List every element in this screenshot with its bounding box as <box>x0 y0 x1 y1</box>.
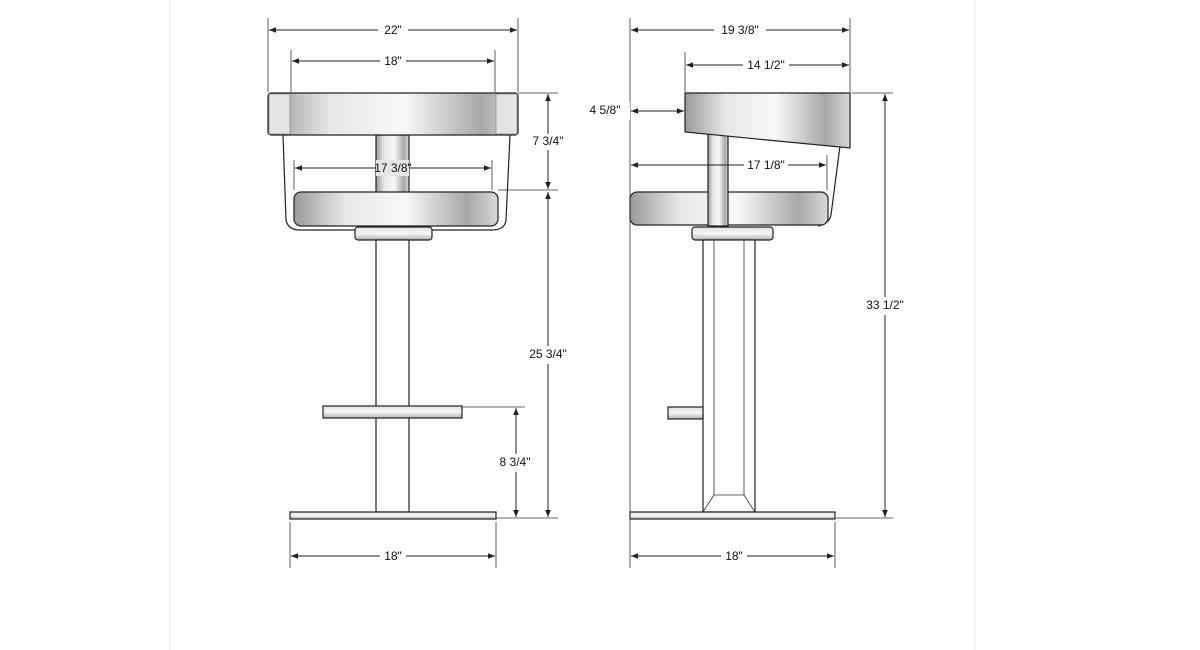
front-stool <box>267 92 519 520</box>
front-column <box>375 239 410 513</box>
front-view: 22" 18" 17 3/8" 7 3/4" 25 3/4" 8 3/4" <box>267 18 572 568</box>
front-backrest-right-cap <box>495 93 518 135</box>
front-swivel-plate <box>354 226 433 241</box>
side-column-bevel <box>702 240 756 513</box>
front-seat-height-label: 25 3/4" <box>529 347 567 361</box>
side-back-post <box>707 131 729 227</box>
front-overall-width-label: 22" <box>384 23 402 37</box>
front-backrest-left-cap <box>268 93 291 135</box>
side-back-depth-label: 14 1/2" <box>747 58 785 72</box>
side-stool <box>629 92 851 520</box>
front-back-height-label: 7 3/4" <box>533 134 564 148</box>
side-swivel-plate <box>691 226 774 241</box>
side-backrest <box>684 92 851 149</box>
side-base-width-label: 18" <box>725 549 743 563</box>
front-base <box>289 511 497 520</box>
side-overall-depth-label: 19 3/8" <box>721 23 759 37</box>
front-seat <box>293 191 499 227</box>
front-back-width-label: 18" <box>384 54 402 68</box>
front-footrest-height-label: 8 3/4" <box>500 455 531 469</box>
side-seat <box>629 191 829 226</box>
front-backrest <box>267 92 519 136</box>
side-base <box>629 511 836 520</box>
side-back-offset-label: 4 5/8" <box>590 103 621 117</box>
front-base-width-label: 18" <box>384 549 402 563</box>
side-view: 19 3/8" 14 1/2" 4 5/8" 17 1/8" 33 1/2" 1… <box>582 18 909 568</box>
side-footrest <box>667 406 704 420</box>
side-overall-height-label: 33 1/2" <box>866 298 904 312</box>
front-seat-width-label: 17 3/8" <box>374 161 412 175</box>
side-column <box>702 239 756 513</box>
side-seat-depth-label: 17 1/8" <box>747 158 785 172</box>
front-footrest <box>322 405 463 419</box>
